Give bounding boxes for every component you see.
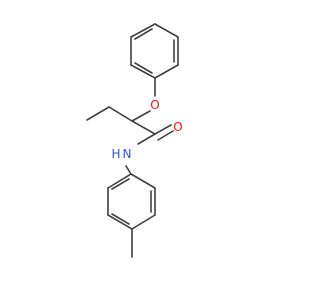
bond xyxy=(130,173,156,189)
double-bond-inner xyxy=(111,213,130,225)
bond xyxy=(154,23,179,38)
tolyl-ring xyxy=(107,173,156,230)
bond xyxy=(130,64,156,79)
double-bond-inner xyxy=(134,28,153,40)
molecule-diagram: O O N H xyxy=(86,23,183,258)
bond xyxy=(107,173,132,189)
nitrogen-label: N xyxy=(123,147,132,161)
hydrogen-label: H xyxy=(111,147,120,161)
double-bond-inner xyxy=(111,178,130,190)
bond xyxy=(130,23,156,38)
oxygen-carbonyl-label: O xyxy=(173,120,182,134)
bond xyxy=(131,214,156,230)
phenoxy-ring xyxy=(130,23,179,79)
bond xyxy=(131,110,151,122)
bond xyxy=(131,120,156,135)
bonds xyxy=(86,23,179,258)
bond xyxy=(137,133,156,145)
bond xyxy=(125,165,132,175)
double-bond xyxy=(157,130,174,141)
oxygen-ether-label: O xyxy=(150,98,159,112)
double-bond-inner xyxy=(134,62,153,74)
bond xyxy=(86,106,110,121)
bond xyxy=(107,214,133,230)
bond xyxy=(154,64,179,79)
bond xyxy=(154,124,172,135)
bond xyxy=(108,106,133,122)
